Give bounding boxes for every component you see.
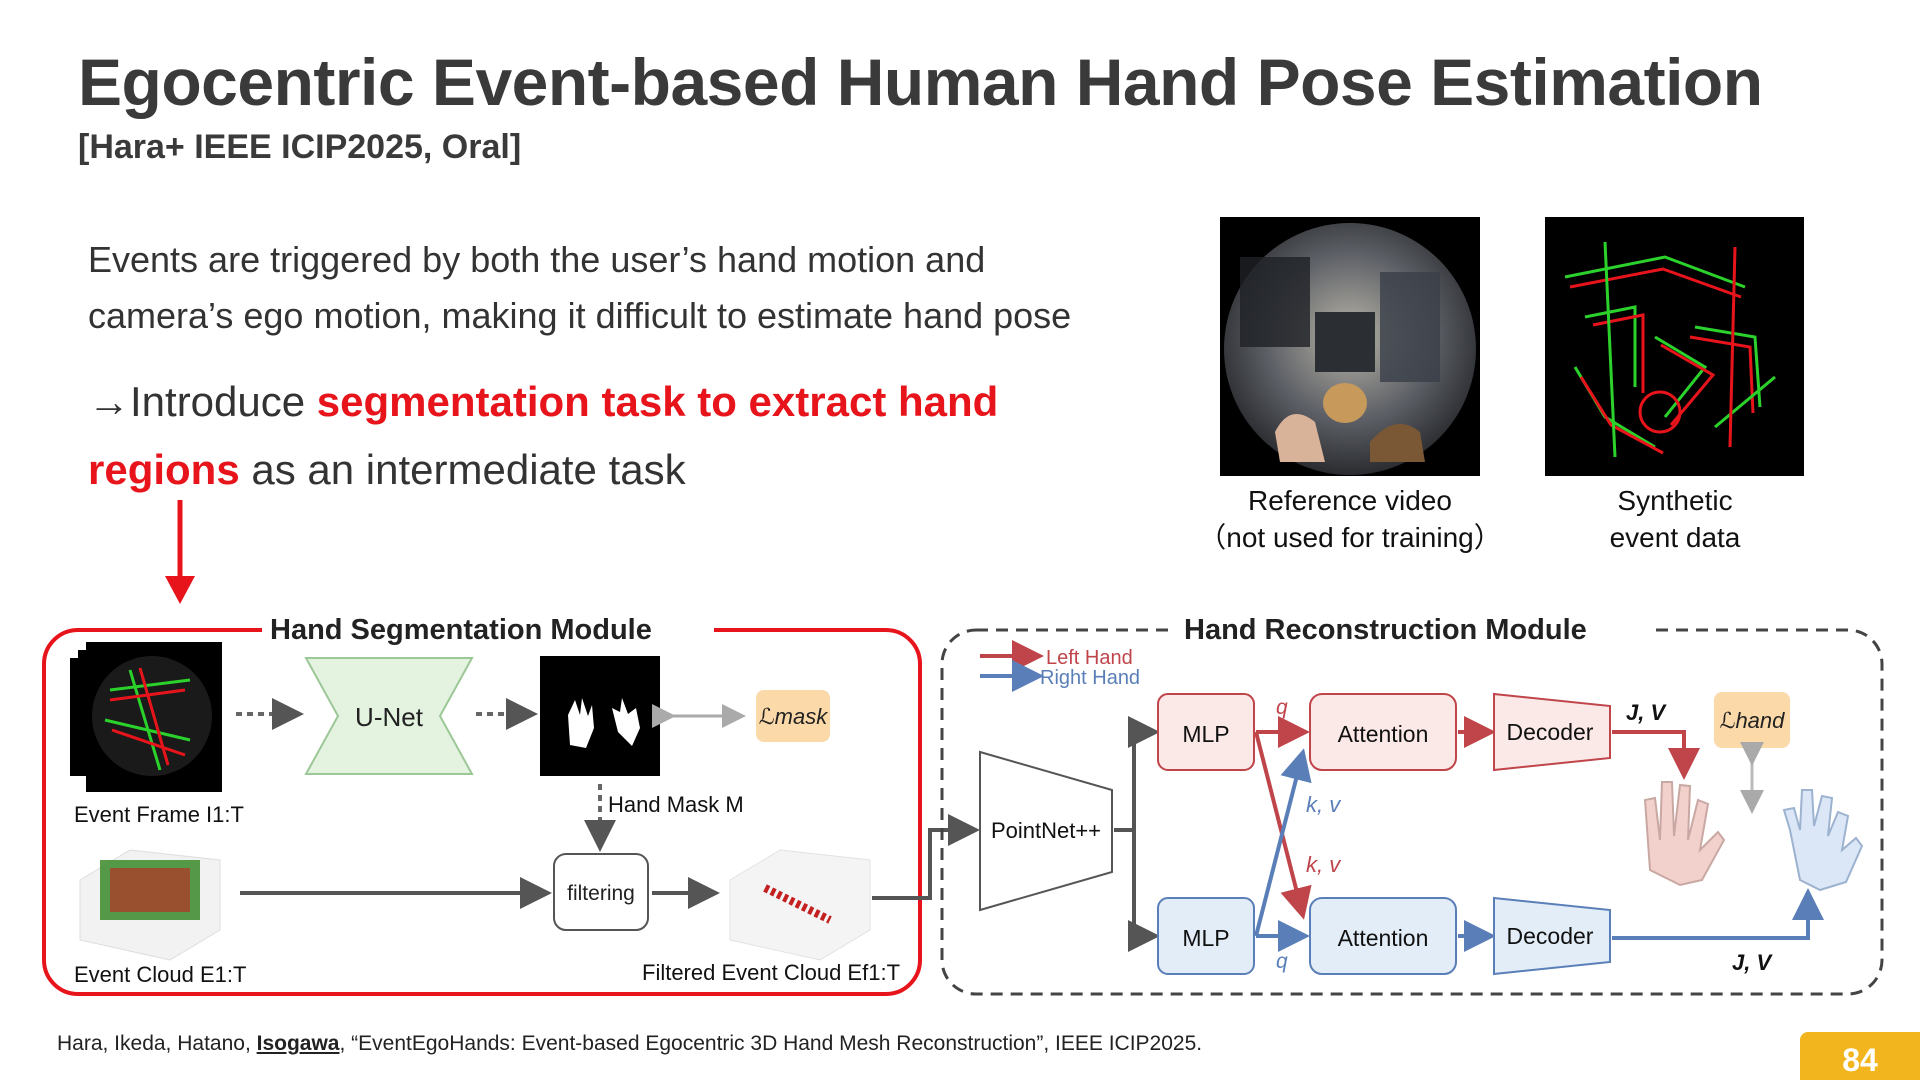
architecture-diagram: Hand Segmentation Module Event Frame I1:… [42,612,1884,996]
decoder-bottom-block [1493,896,1611,976]
loss-hand-box [1714,692,1790,748]
solution-highlight-1: segmentation task to extract hand [316,378,999,425]
q-top-label: q [1276,696,1288,719]
reference-video-image [1220,217,1480,476]
synthetic-event-image [1545,217,1804,476]
event-frame-label: Event Frame I1:T [74,802,244,827]
filtered-cloud-image [729,849,871,961]
left-hand-mesh [1643,781,1726,887]
loss-hand-label: ℒhand [1720,708,1786,733]
slide-title: Egocentric Event-based Human Hand Pose E… [78,45,1763,119]
synthetic-event-caption: Synthetic event data [1575,482,1775,556]
synthetic-caption-line-1: Synthetic [1617,485,1733,516]
jv-bottom-label: J, V [1732,950,1773,975]
pointnet-label: PointNet++ [991,818,1101,843]
citation: Hara, Ikeda, Hatano, Isogawa, “EventEgoH… [57,1032,1202,1056]
q-bottom-label: q [1276,950,1288,973]
citation-prefix: Hara, Ikeda, Hatano, [57,1032,257,1055]
legend-left-hand: Left Hand [1046,647,1133,669]
event-cloud-image [79,849,221,961]
decoder-top-block [1493,692,1611,772]
decoder-bottom-label: Decoder [1507,923,1594,949]
hand-mask-label: Hand Mask M [608,792,744,817]
unet-block [304,657,474,775]
event-cloud-label: Event Cloud E1:T [74,962,246,987]
kv-top-label: k, v [1306,792,1342,817]
problem-line-2: camera’s ego motion, making it difficult… [88,295,1072,336]
solution-prefix: →Introduce [88,378,317,425]
synthetic-caption-line-2: event data [1609,522,1741,553]
legend-right-hand: Right Hand [1040,667,1140,689]
decoder-top-label: Decoder [1507,719,1594,745]
slide-subtitle: [Hara+ IEEE ICIP2025, Oral] [78,128,522,166]
loss-mask-label: ℒmask [759,704,828,729]
pointnet-block [979,750,1113,912]
page-number-badge: 84 [1800,1032,1920,1080]
reference-caption-line-1: Reference video [1248,485,1452,516]
mlp-top-label: MLP [1182,721,1229,747]
recon-module-title: Hand Reconstruction Module [1184,614,1587,646]
problem-line-1: Events are triggered by both the user’s … [88,239,986,280]
attention-bottom-label: Attention [1338,925,1429,951]
mlp-bottom-block [1157,897,1255,975]
unet-label: U-Net [355,702,424,732]
recon-module-border [940,628,1884,996]
attention-bottom-block [1309,897,1457,975]
citation-suffix: , “EventEgoHands: Event-based Egocentric… [339,1032,1203,1055]
filtering-label: filtering [567,882,635,905]
loss-mask-box [756,690,830,742]
page-number: 84 [1842,1042,1878,1078]
attention-top-label: Attention [1338,721,1429,747]
citation-author: Isogawa [256,1032,340,1055]
kv-bottom-label: k, v [1306,852,1342,877]
problem-paragraph: Events are triggered by both the user’s … [88,232,1188,344]
event-frame-stack [70,642,222,792]
jv-top-label: J, V [1626,700,1667,725]
mlp-top-block [1157,693,1255,771]
solution-suffix: as an intermediate task [239,446,686,493]
filtering-block [553,853,649,931]
reference-video-caption: Reference video （not used for training） [1190,482,1510,556]
solution-paragraph: →Introduce segmentation task to extract … [88,368,1148,504]
filtered-cloud-label: Filtered Event Cloud Ef1:T [642,960,900,985]
attention-top-block [1309,693,1457,771]
hand-mask-image [540,656,660,776]
right-hand-mesh [1782,789,1864,892]
mlp-bottom-label: MLP [1182,925,1229,951]
solution-highlight-2: regions [88,446,240,493]
red-down-arrow [165,500,195,604]
seg-module-title: Hand Segmentation Module [270,614,652,646]
reference-caption-line-2: （not used for training） [1198,522,1502,553]
